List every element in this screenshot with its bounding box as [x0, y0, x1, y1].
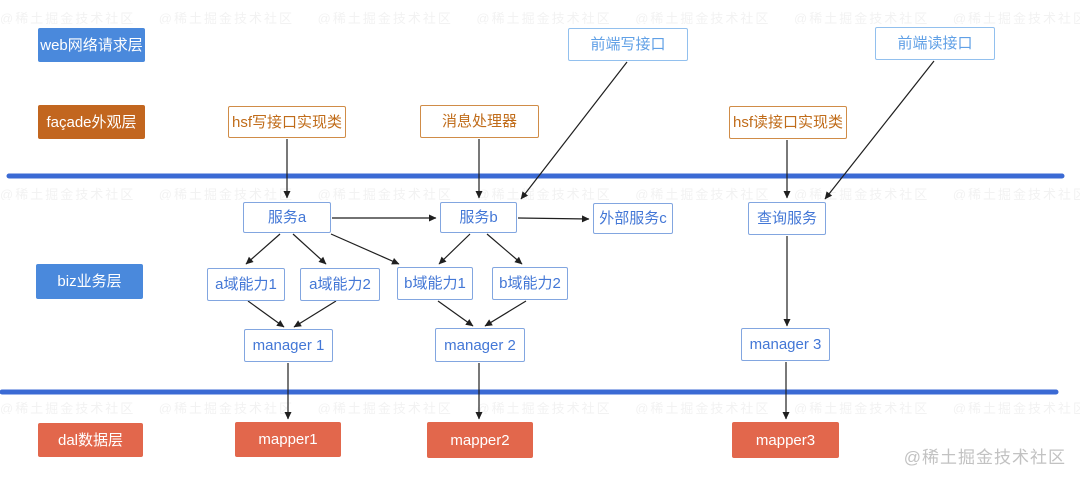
node-frontend-write-api: 前端写接口	[568, 28, 688, 61]
edge-service-a-to-a-ability-1	[245, 233, 281, 265]
edge-b-ability-1-to-manager-2	[437, 300, 474, 327]
background-watermark-row: @稀土掘金技术社区 @稀土掘金技术社区 @稀土掘金技术社区 @稀土掘金技术社区 …	[0, 187, 1080, 200]
layer-label-facade: façade外观层	[38, 105, 145, 139]
node-hsf-read-impl: hsf读接口实现类	[729, 106, 847, 139]
node-hsf-write-impl: hsf写接口实现类	[228, 106, 346, 138]
edge-a-ability-2-to-manager-1	[293, 300, 337, 328]
edge-frontend-read-to-query-service	[824, 60, 935, 200]
background-watermark-row: @稀土掘金技术社区 @稀土掘金技术社区 @稀土掘金技术社区 @稀土掘金技术社区 …	[0, 11, 1080, 24]
node-manager-2: manager 2	[435, 328, 525, 362]
edge-service-a-to-b-ability-1	[330, 233, 400, 265]
node-external-service-c: 外部服务c	[593, 203, 673, 234]
node-manager-3: manager 3	[741, 328, 830, 361]
node-query-service: 查询服务	[748, 202, 826, 235]
background-watermark-row: @稀土掘金技术社区 @稀土掘金技术社区 @稀土掘金技术社区 @稀土掘金技术社区 …	[0, 401, 1080, 414]
node-manager-1: manager 1	[244, 329, 333, 362]
edge-frontend-write-to-service-b	[520, 61, 628, 200]
node-frontend-read-api: 前端读接口	[875, 27, 995, 60]
layer-label-biz: biz业务层	[36, 264, 143, 299]
edge-b-ability-2-to-manager-2	[484, 300, 527, 327]
edge-service-b-to-external-service-c	[517, 215, 590, 223]
node-msg-processor: 消息处理器	[420, 105, 539, 138]
edge-service-b-to-b-ability-1	[438, 233, 471, 265]
layer-label-dal: dal数据层	[38, 423, 143, 457]
node-mapper-3: mapper3	[732, 422, 839, 458]
node-a-ability-1: a域能力1	[207, 268, 285, 301]
node-a-ability-2: a域能力2	[300, 268, 380, 301]
node-service-a: 服务a	[243, 202, 331, 233]
node-mapper-2: mapper2	[427, 422, 533, 458]
juejin-watermark: @稀土掘金技术社区	[903, 448, 1066, 467]
layer-label-web: web网络请求层	[38, 28, 145, 62]
edge-service-b-to-b-ability-2	[486, 233, 523, 265]
node-service-b: 服务b	[440, 202, 517, 233]
node-b-ability-1: b域能力1	[397, 267, 473, 300]
edge-service-a-to-a-ability-2	[292, 233, 327, 265]
edge-a-ability-1-to-manager-1	[247, 300, 285, 328]
node-b-ability-2: b域能力2	[492, 267, 568, 300]
node-mapper-1: mapper1	[235, 422, 341, 457]
